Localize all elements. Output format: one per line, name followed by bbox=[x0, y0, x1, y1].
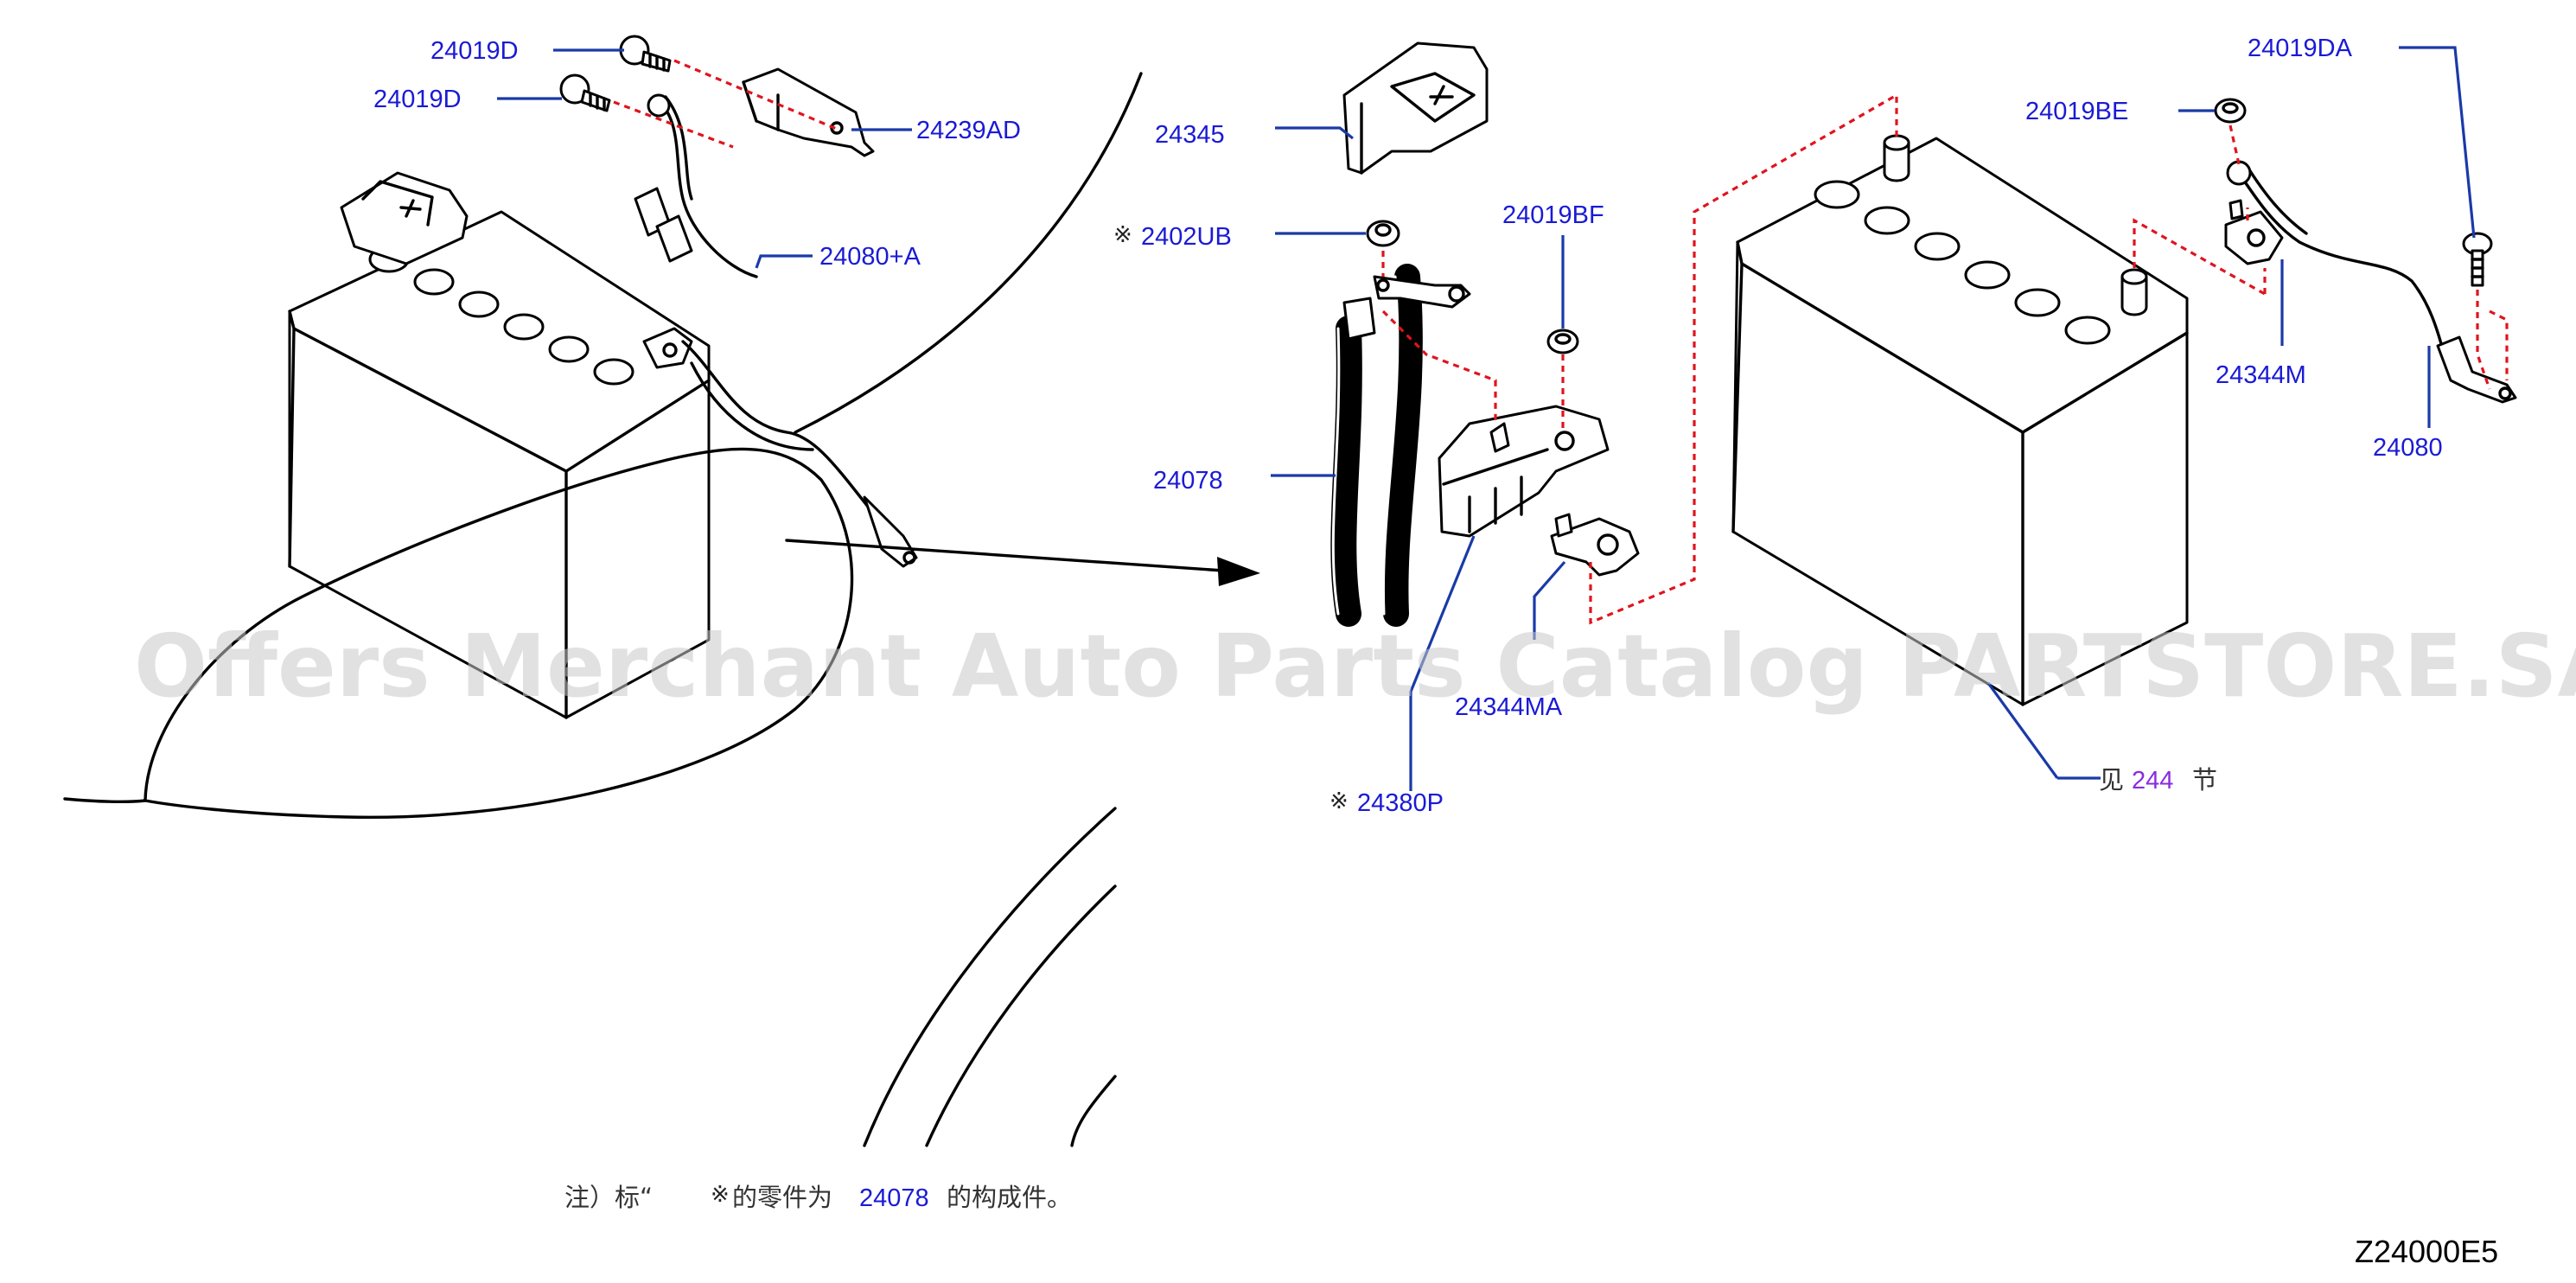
mark-symbol-2402UB: ※ bbox=[1113, 222, 1132, 248]
footnote-part-link[interactable]: 24078 bbox=[859, 1184, 929, 1212]
part-24344M-terminal bbox=[2224, 199, 2284, 265]
see-section-reference: 见 244 节 bbox=[2099, 765, 2217, 795]
label-24019D-lower[interactable]: 24019D bbox=[373, 86, 462, 113]
see-section-suffix: 节 bbox=[2192, 765, 2217, 795]
label-24080[interactable]: 24080 bbox=[2373, 434, 2443, 462]
assembly-dashed-links bbox=[613, 59, 2509, 625]
left-battery-illustration bbox=[288, 171, 918, 719]
label-leader-lines bbox=[497, 46, 2476, 791]
part-24344MA-terminal bbox=[1550, 513, 1640, 577]
label-24019BF[interactable]: 24019BF bbox=[1502, 201, 1604, 229]
part-24080A-harness bbox=[634, 93, 758, 278]
footnote-mark-symbol: ※ bbox=[711, 1182, 730, 1208]
part-24019DA-bolt bbox=[2462, 232, 2493, 287]
footnote-middle: 的零件为 bbox=[732, 1183, 832, 1212]
label-24380P[interactable]: 24380P bbox=[1357, 789, 1444, 817]
part-24078-cable bbox=[1330, 264, 1471, 627]
part-24345-cover bbox=[1342, 41, 1489, 175]
part-24080-harness bbox=[2226, 160, 2517, 404]
label-24344M[interactable]: 24344M bbox=[2216, 361, 2306, 389]
watermark-text: Offers Merchant Auto Parts Catalog PARTS… bbox=[134, 616, 2576, 717]
part-2402UB-nut bbox=[1366, 220, 1400, 247]
label-24078[interactable]: 24078 bbox=[1153, 467, 1223, 495]
see-section-prefix: 见 bbox=[2099, 765, 2124, 795]
part-24019D-bolt-top bbox=[619, 35, 672, 73]
label-2402UB[interactable]: 2402UB bbox=[1141, 223, 1232, 251]
mark-symbol-24380P: ※ bbox=[1329, 788, 1349, 814]
part-24380P-fuse-block bbox=[1438, 405, 1610, 538]
part-24239AD-bracket bbox=[742, 67, 875, 157]
callout-loop bbox=[143, 447, 854, 820]
part-labels: 24019D 24019D 24239AD 24080+A 24345 ※ 24… bbox=[373, 35, 2443, 817]
label-24019D-top[interactable]: 24019D bbox=[430, 37, 519, 65]
label-24239AD[interactable]: 24239AD bbox=[916, 117, 1021, 144]
part-24019BF-nut bbox=[1546, 329, 1579, 354]
part-24019D-bolt-lower bbox=[559, 73, 611, 112]
part-24019BE-nut bbox=[2214, 98, 2247, 124]
right-battery-illustration bbox=[1731, 134, 2189, 706]
footnote-suffix: 的构成件。 bbox=[947, 1183, 1072, 1212]
diagram-code: Z24000E5 bbox=[2355, 1234, 2498, 1269]
callout-arrow bbox=[785, 539, 1260, 586]
footnote-prefix: 注）标“ bbox=[564, 1183, 653, 1212]
label-24344MA[interactable]: 24344MA bbox=[1455, 693, 1563, 721]
label-24080A[interactable]: 24080+A bbox=[819, 243, 921, 271]
label-24019BE[interactable]: 24019BE bbox=[2025, 98, 2128, 125]
right-battery-vent-caps bbox=[1814, 180, 2111, 345]
footnote: 注）标“ ※ 的零件为 24078 的构成件。 bbox=[564, 1182, 1072, 1212]
label-24019DA[interactable]: 24019DA bbox=[2248, 35, 2353, 62]
label-24345[interactable]: 24345 bbox=[1155, 121, 1225, 149]
engine-bay-outline bbox=[63, 72, 1143, 1147]
see-section-link[interactable]: 244 bbox=[2132, 767, 2173, 795]
